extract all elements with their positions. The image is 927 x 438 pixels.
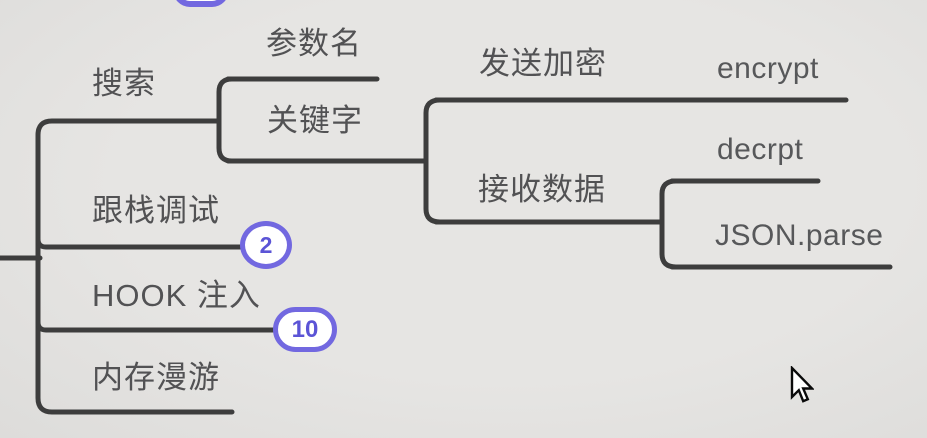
link-stack-debug <box>35 236 251 250</box>
node-encrypt[interactable]: encrypt <box>717 52 819 85</box>
bracket-keyword-children <box>423 97 443 225</box>
bracket-receive-children <box>659 178 679 270</box>
link-trunk-search-memory <box>35 118 235 415</box>
node-decrpt[interactable]: decrpt <box>717 133 804 166</box>
node-stack-debug[interactable]: 跟栈调试 <box>92 193 220 228</box>
node-search[interactable]: 搜索 <box>92 66 156 101</box>
mouse-cursor-icon <box>790 366 814 403</box>
node-json-parse[interactable]: JSON.parse <box>715 219 884 252</box>
node-memory-roam[interactable]: 内存漫游 <box>92 360 220 395</box>
node-param-name[interactable]: 参数名 <box>266 26 362 61</box>
bracket-search-children <box>216 76 235 164</box>
badge-stack-debug-count[interactable]: 2 <box>240 221 292 269</box>
node-hook-inject[interactable]: HOOK 注入 <box>92 278 261 313</box>
link-hook-inject <box>35 319 283 333</box>
badge-hook-inject-count[interactable]: 10 <box>273 307 337 352</box>
node-send-encrypt[interactable]: 发送加密 <box>479 46 607 81</box>
node-receive-data[interactable]: 接收数据 <box>478 172 606 207</box>
node-keyword[interactable]: 关键字 <box>267 103 363 138</box>
